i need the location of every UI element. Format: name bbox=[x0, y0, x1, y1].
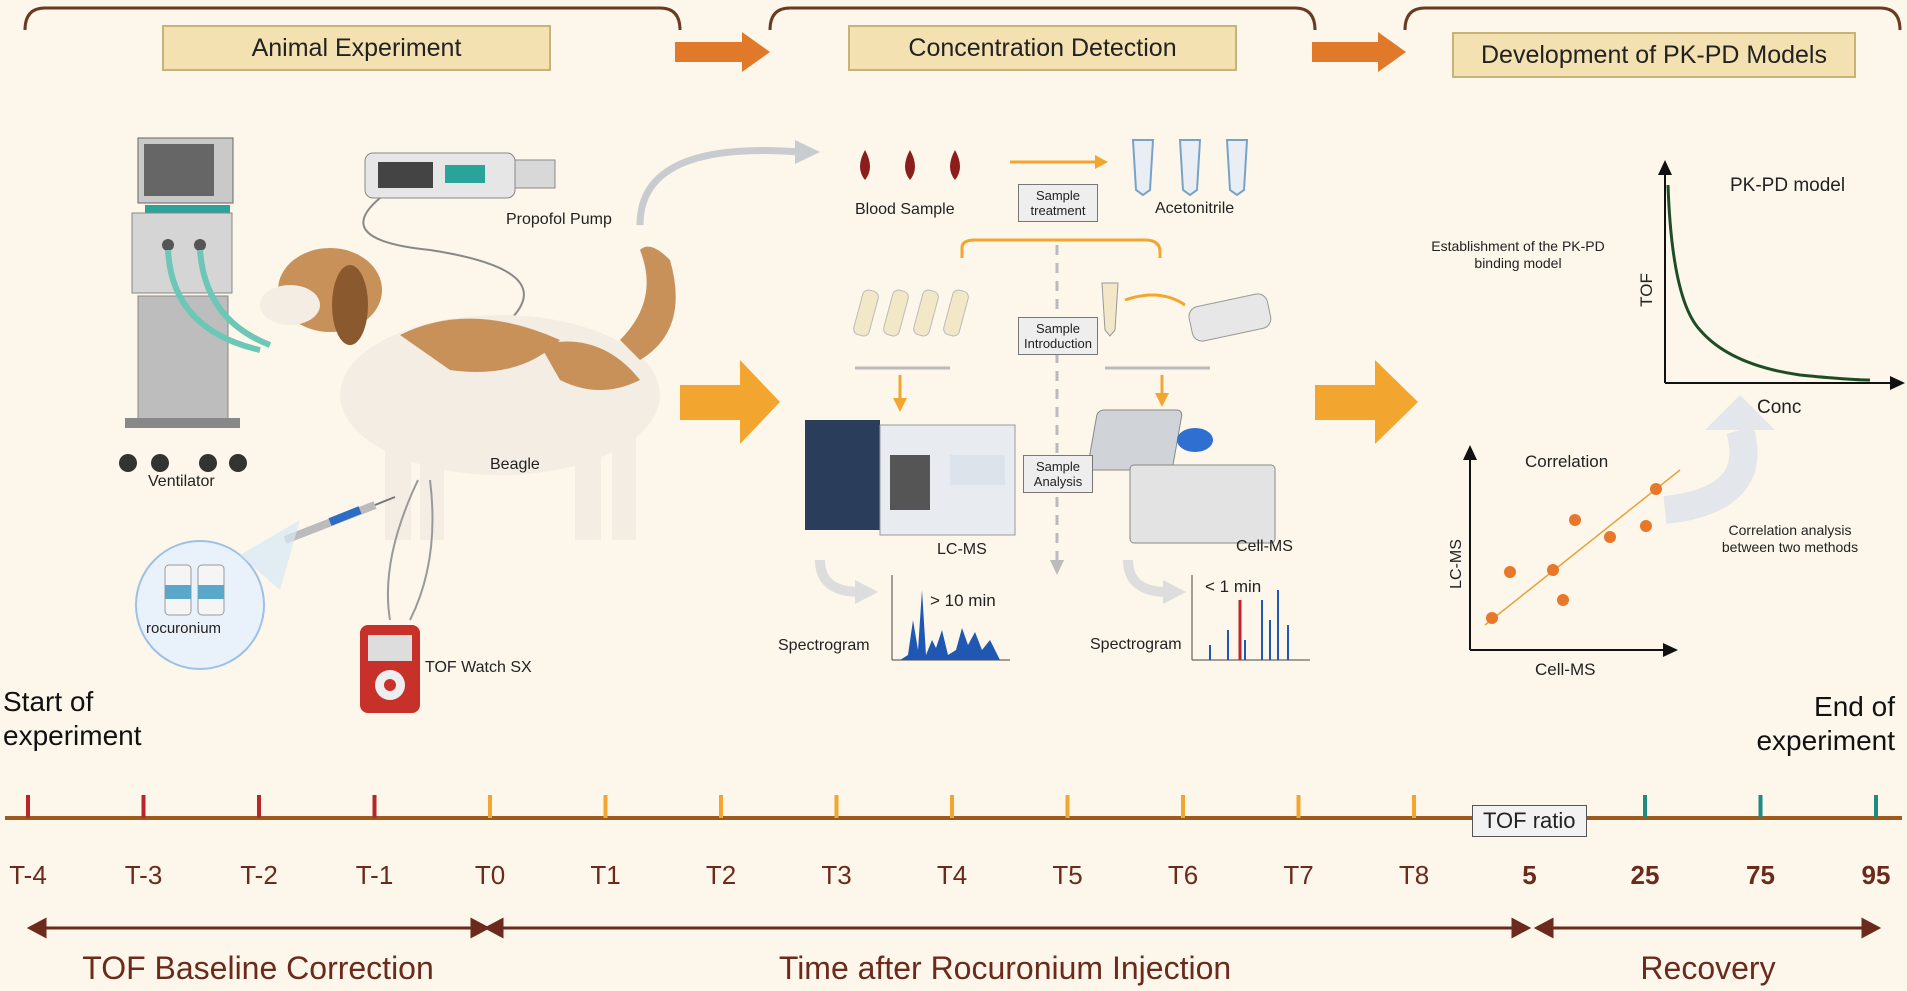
timeline-tick-label-25: 25 bbox=[1630, 860, 1660, 890]
arrow-header-1 bbox=[675, 32, 770, 72]
phase-baseline-label: TOF Baseline Correction bbox=[82, 950, 434, 986]
timeline-tick-label-T2: T2 bbox=[705, 860, 737, 890]
arrow-header-2 bbox=[1312, 32, 1406, 72]
tof-ratio-badge: TOF ratio bbox=[1472, 805, 1587, 837]
lcms-instrument bbox=[805, 420, 1016, 536]
lcms-time-label: > 10 min bbox=[930, 591, 996, 610]
ventilator-illustration bbox=[119, 137, 272, 472]
stage-detection-header: Concentration Detection bbox=[848, 25, 1237, 71]
establishment-label: Establishment of the PK-PD binding model bbox=[1431, 238, 1605, 271]
arrow-mid-2 bbox=[1315, 360, 1418, 444]
pump-label: Propofol Pump bbox=[506, 211, 612, 228]
start-of-experiment-label: Start of experiment bbox=[3, 686, 142, 751]
timeline-tick-label-T8: T8 bbox=[1398, 860, 1430, 890]
bracket-detection bbox=[768, 6, 1317, 31]
tof-watch-illustration bbox=[360, 625, 420, 713]
correlation-y-axis-label: LC-MS bbox=[1447, 539, 1465, 589]
cellms-spectrogram-label: Spectrogram bbox=[1090, 636, 1182, 653]
timeline-tick-label-T5: T5 bbox=[1052, 860, 1083, 890]
lcms-spectrogram-label: Spectrogram bbox=[778, 637, 870, 654]
sample-treatment-box: Sample treatment bbox=[1018, 184, 1098, 222]
timeline-tick-label-T-2: T-2 bbox=[240, 860, 278, 890]
cellms-label: Cell-MS bbox=[1236, 538, 1293, 555]
phase-arrows bbox=[26, 917, 1882, 939]
bracket-model bbox=[1403, 6, 1902, 31]
acetonitrile-tubes bbox=[1131, 139, 1249, 197]
lcms-label: LC-MS bbox=[937, 541, 987, 558]
cellms-spectrum bbox=[1191, 575, 1310, 661]
correlation-note: Correlation analysis between two methods bbox=[1721, 522, 1859, 555]
tof-watch-label: TOF Watch SX bbox=[425, 659, 532, 676]
timeline-tick-label-T-1: T-1 bbox=[355, 860, 394, 890]
correlation-plot bbox=[1463, 445, 1681, 657]
correlation-title: Correlation bbox=[1525, 452, 1609, 471]
timeline-ticks bbox=[26, 795, 1878, 818]
beagle-label: Beagle bbox=[490, 456, 540, 473]
pkpd-y-axis-label: TOF bbox=[1636, 273, 1656, 307]
beagle-illustration bbox=[260, 246, 676, 621]
syringe-illustration bbox=[283, 496, 396, 544]
pkpd-title: PK-PD model bbox=[1730, 175, 1846, 196]
stage-model-header: Development of PK-PD Models bbox=[1452, 32, 1856, 78]
timeline-tick-label-T4: T4 bbox=[936, 860, 968, 890]
timeline-tick-label-T-3: T-3 bbox=[124, 860, 163, 890]
timeline-tick-label-T-4: T-4 bbox=[9, 860, 47, 890]
timeline-tick-label-T6: T6 bbox=[1167, 860, 1199, 890]
sample-introduction-box: Sample Introduction bbox=[1018, 317, 1098, 355]
bracket-animal bbox=[23, 6, 682, 31]
cellms-sample bbox=[1101, 282, 1272, 342]
lcms-spectrum bbox=[891, 575, 1010, 661]
arrow-mid-1 bbox=[680, 360, 780, 444]
timeline-tick-label-T7: T7 bbox=[1283, 860, 1314, 890]
blood-sample-label: Blood Sample bbox=[855, 201, 955, 218]
sample-analysis-box: Sample Analysis bbox=[1023, 455, 1093, 493]
phase-recovery-label: Recovery bbox=[1640, 950, 1776, 986]
timeline-tick-label-5: 5 bbox=[1522, 860, 1537, 890]
cellms-instrument bbox=[1087, 409, 1276, 544]
cellms-time-label: < 1 min bbox=[1205, 577, 1262, 596]
propofol-pump-illustration bbox=[362, 152, 556, 361]
blood-drops bbox=[860, 150, 960, 180]
timeline-tick-label-T1: T1 bbox=[590, 860, 621, 890]
ventilator-label: Ventilator bbox=[148, 473, 215, 490]
timeline-tick-label-T3: T3 bbox=[821, 860, 852, 890]
rocuronium-label: rocuronium bbox=[146, 620, 222, 637]
timeline-tick-label-T0: T0 bbox=[474, 860, 506, 890]
stage-animal-header: Animal Experiment bbox=[162, 25, 551, 71]
timeline-tick-label-75: 75 bbox=[1746, 860, 1775, 890]
acetonitrile-label: Acetonitrile bbox=[1155, 200, 1235, 217]
timeline-tick-label-95: 95 bbox=[1861, 860, 1891, 890]
phase-injection-label: Time after Rocuronium Injection bbox=[778, 950, 1232, 986]
pkpd-plot bbox=[1658, 160, 1905, 390]
end-of-experiment-label: End of experiment bbox=[1756, 691, 1895, 756]
correlation-x-axis-label: Cell-MS bbox=[1535, 660, 1596, 679]
sample-tubes bbox=[853, 289, 969, 337]
pkpd-x-axis-label: Conc bbox=[1757, 397, 1802, 418]
